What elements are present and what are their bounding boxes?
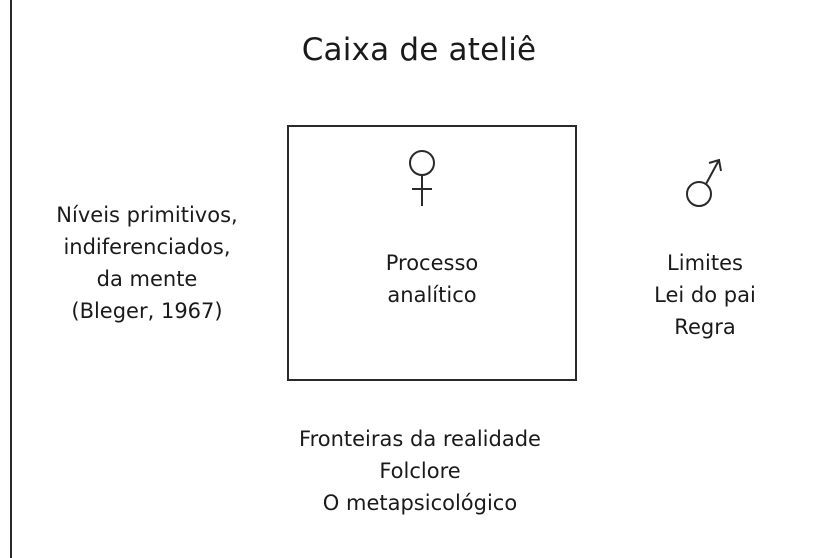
text-line: Folclore <box>379 459 461 483</box>
analytic-process-box <box>287 125 577 381</box>
text-line: Limites <box>667 251 743 275</box>
primitive-levels-text: Níveis primitivos, indiferenciados, da m… <box>22 199 272 327</box>
venus-symbol-icon <box>409 150 435 206</box>
text-line: Fronteiras da realidade <box>299 427 541 451</box>
text-line: Lei do pai <box>654 283 756 307</box>
text-line: Níveis primitivos, <box>56 203 238 227</box>
reality-boundaries-text: Fronteiras da realidade Folclore O metap… <box>230 423 610 519</box>
text-line: indiferenciados, <box>63 235 231 259</box>
text-line: analítico <box>387 283 477 307</box>
text-line: O metapsicológico <box>322 491 518 515</box>
text-line: Processo <box>385 251 479 275</box>
analytic-process-text: Processo analítico <box>287 247 577 311</box>
mars-symbol-icon <box>686 158 722 207</box>
text-line: Regra <box>674 315 736 339</box>
text-line: da mente <box>96 267 198 291</box>
diagram-title: Caixa de ateliê <box>301 32 537 68</box>
text-line: (Bleger, 1967) <box>71 299 223 323</box>
outer-frame <box>10 0 838 558</box>
limits-text: Limites Lei do pai Regra <box>620 247 790 343</box>
